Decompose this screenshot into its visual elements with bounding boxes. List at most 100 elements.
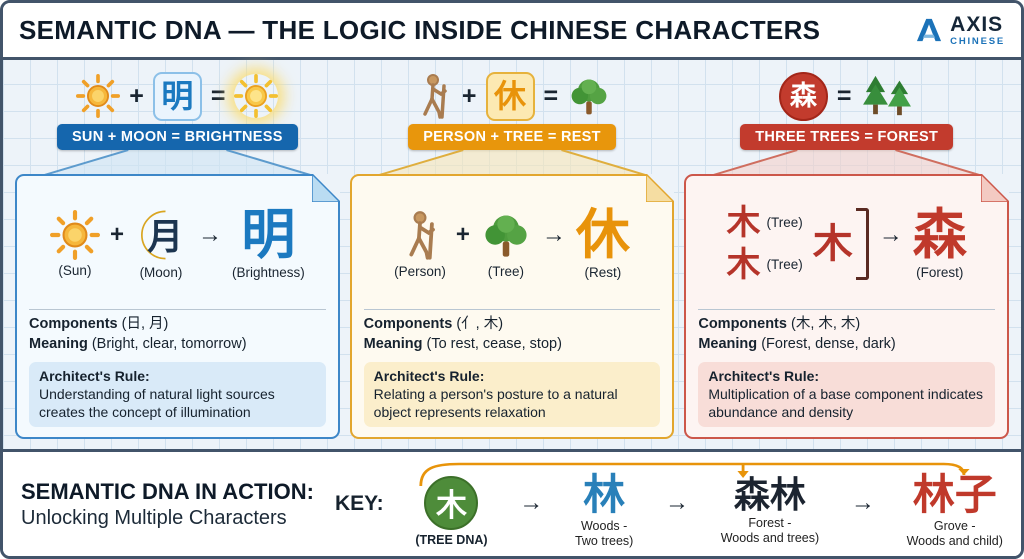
person-label: (Person) [394,263,446,279]
tree-dna-label: (TREE DNA) [415,532,488,547]
plus-sign: + [461,81,477,110]
formula-brightness: + 明 = [76,68,279,124]
rule-label: Architect's Rule: [39,367,150,384]
column-rest: + 休 = PERSON + TREE = REST [349,68,675,439]
arrow-sign: → [850,489,875,516]
rule-text: Relating a person's posture to a natural… [373,386,618,420]
card-info: Components (亻, 木) Meaning (To rest, ceas… [363,309,661,354]
chain-item-grove: 林子 Grove -Woods and child) [907,470,1003,549]
sun-label: (Sun) [58,262,92,278]
walking-person-icon [409,210,435,260]
rule-text: Understanding of natural light sources c… [39,386,275,420]
footer-title: SEMANTIC DNA IN ACTION: [21,478,314,504]
tree-char-stack: 木 (Tree) 木 (Tree) [727,206,803,282]
chain-desc: Woods -Two trees) [574,518,634,548]
linzi-characters: 林子 [912,470,997,518]
components-line: Components (亻, 木) [364,315,661,335]
axis-logo-mark-icon [917,18,942,42]
rule-label: Architect's Rule: [373,367,485,384]
sen-character-chip: 森 [778,71,828,121]
callout-connector [375,150,649,176]
chain-desc: Forest -Woods and trees) [720,515,820,545]
tree-char-row: 木 (Tree) [727,206,803,240]
architects-rule-box: Architect's Rule: Multiplication of a ba… [698,361,996,427]
footer-title-block: SEMANTIC DNA IN ACTION: Unlocking Multip… [21,479,321,530]
forest-label: (Forest) [916,264,964,280]
architects-rule-box: Architect's Rule: Relating a person's po… [363,361,661,427]
footer-subtitle: Unlocking Multiple Characters [21,506,287,529]
meaning-line: Meaning (Forest, dense, dark) [698,335,995,355]
forest-equation: 木 (Tree) 木 (Tree) 木 → 森 [698,182,995,309]
formula-rest: + 休 = [413,68,611,124]
components-value: (亻, 木) [456,316,504,333]
banner-three-trees-forest: THREE TREES = FOREST [740,124,954,150]
mu-character: 木 [726,245,761,284]
key-label: KEY: [335,492,384,515]
bracketed-tree: 木 [812,207,869,280]
rule-label: Architect's Rule: [708,367,820,384]
components-label: Components [363,316,453,333]
axis-chinese-logo: AXIS CHINESE [914,14,1005,47]
xiu-character: 休 [575,204,630,265]
tree-dna-root: 木 (TREE DNA) [415,475,488,547]
plus-sign: + [129,81,144,110]
brightness-equation: (Sun) + 月 (Moon) → 明 [29,182,326,309]
meaning-label: Meaning [29,335,88,352]
column-forest: 森 = THREE TREES = FOREST [684,68,1010,439]
equals-sign: = [836,81,852,110]
card-info: Components (日, 月) Meaning (Bright, clear… [29,309,326,354]
result-part: 森 (Forest) [913,208,967,280]
crescent-moon-icon: 月 [134,208,188,262]
meaning-value: (Forest, dense, dark) [761,335,896,352]
brightness-card: (Sun) + 月 (Moon) → 明 [15,174,340,439]
components-label: Components [698,316,787,333]
xiu-character-chip: 休 [485,71,535,121]
lin-character: 林 [583,470,626,518]
components-line: Components (木, 木, 木) [698,315,995,335]
moon-part: 月 (Moon) [134,208,188,280]
arrow-sign: → [519,489,544,516]
tree-label: (Tree) [487,263,525,279]
arrow-sign: → [878,220,903,248]
sun-part: (Sun) [49,209,100,278]
arrow-sign: → [541,220,566,248]
banner-person-tree-rest: PERSON + TREE = REST [408,124,616,150]
tree-part: (Tree) [480,209,532,279]
callout-connector [710,150,984,176]
key-chain: KEY: 木 (TREE DNA) → 林 Woods -Two trees) … [335,460,1003,549]
yue-character: 月 [147,215,184,257]
meaning-value: (Bright, clear, tomorrow) [91,335,247,352]
logo-name: AXIS [950,12,1004,36]
plus-sign: + [109,220,124,248]
components-value: (木, 木, 木) [790,316,861,333]
mu-character-circle: 木 [424,475,479,530]
ming-character: 明 [241,204,296,265]
banner-sun-moon-brightness: SUN + MOON = BRIGHTNESS [56,124,298,150]
footer: SEMANTIC DNA IN ACTION: Unlocking Multip… [3,449,1021,556]
folded-corner-icon [311,174,340,202]
brightness-label: (Brightness) [231,264,305,280]
ming-character-chip: 明 [152,71,202,121]
walking-person-icon [423,74,447,119]
rest-label: (Rest) [584,264,622,280]
plus-sign: + [455,220,470,248]
meaning-label: Meaning [363,335,423,352]
equals-sign: = [210,81,226,110]
folded-corner-icon [646,174,675,202]
tree-label: (Tree) [766,257,803,273]
folded-corner-icon [981,174,1010,202]
mu-character: 木 [726,203,761,242]
mu-character: 木 [812,221,853,266]
meaning-line: Meaning (Bright, clear, tomorrow) [29,335,326,355]
header: SEMANTIC DNA — THE LOGIC INSIDE CHINESE … [3,3,1021,60]
senlin-characters: 森林 [733,473,806,515]
rest-equation: (Person) + (Tree) → 休 (Rest) [364,182,661,309]
tree-char-row: 木 (Tree) [727,248,803,282]
meaning-label: Meaning [698,335,758,352]
equals-sign: = [543,81,559,110]
sun-icon [76,74,121,118]
callout-connector [40,150,314,176]
architects-rule-box: Architect's Rule: Understanding of natur… [29,361,326,427]
arrow-sign: → [197,220,222,248]
result-part: 休 (Rest) [576,208,630,280]
